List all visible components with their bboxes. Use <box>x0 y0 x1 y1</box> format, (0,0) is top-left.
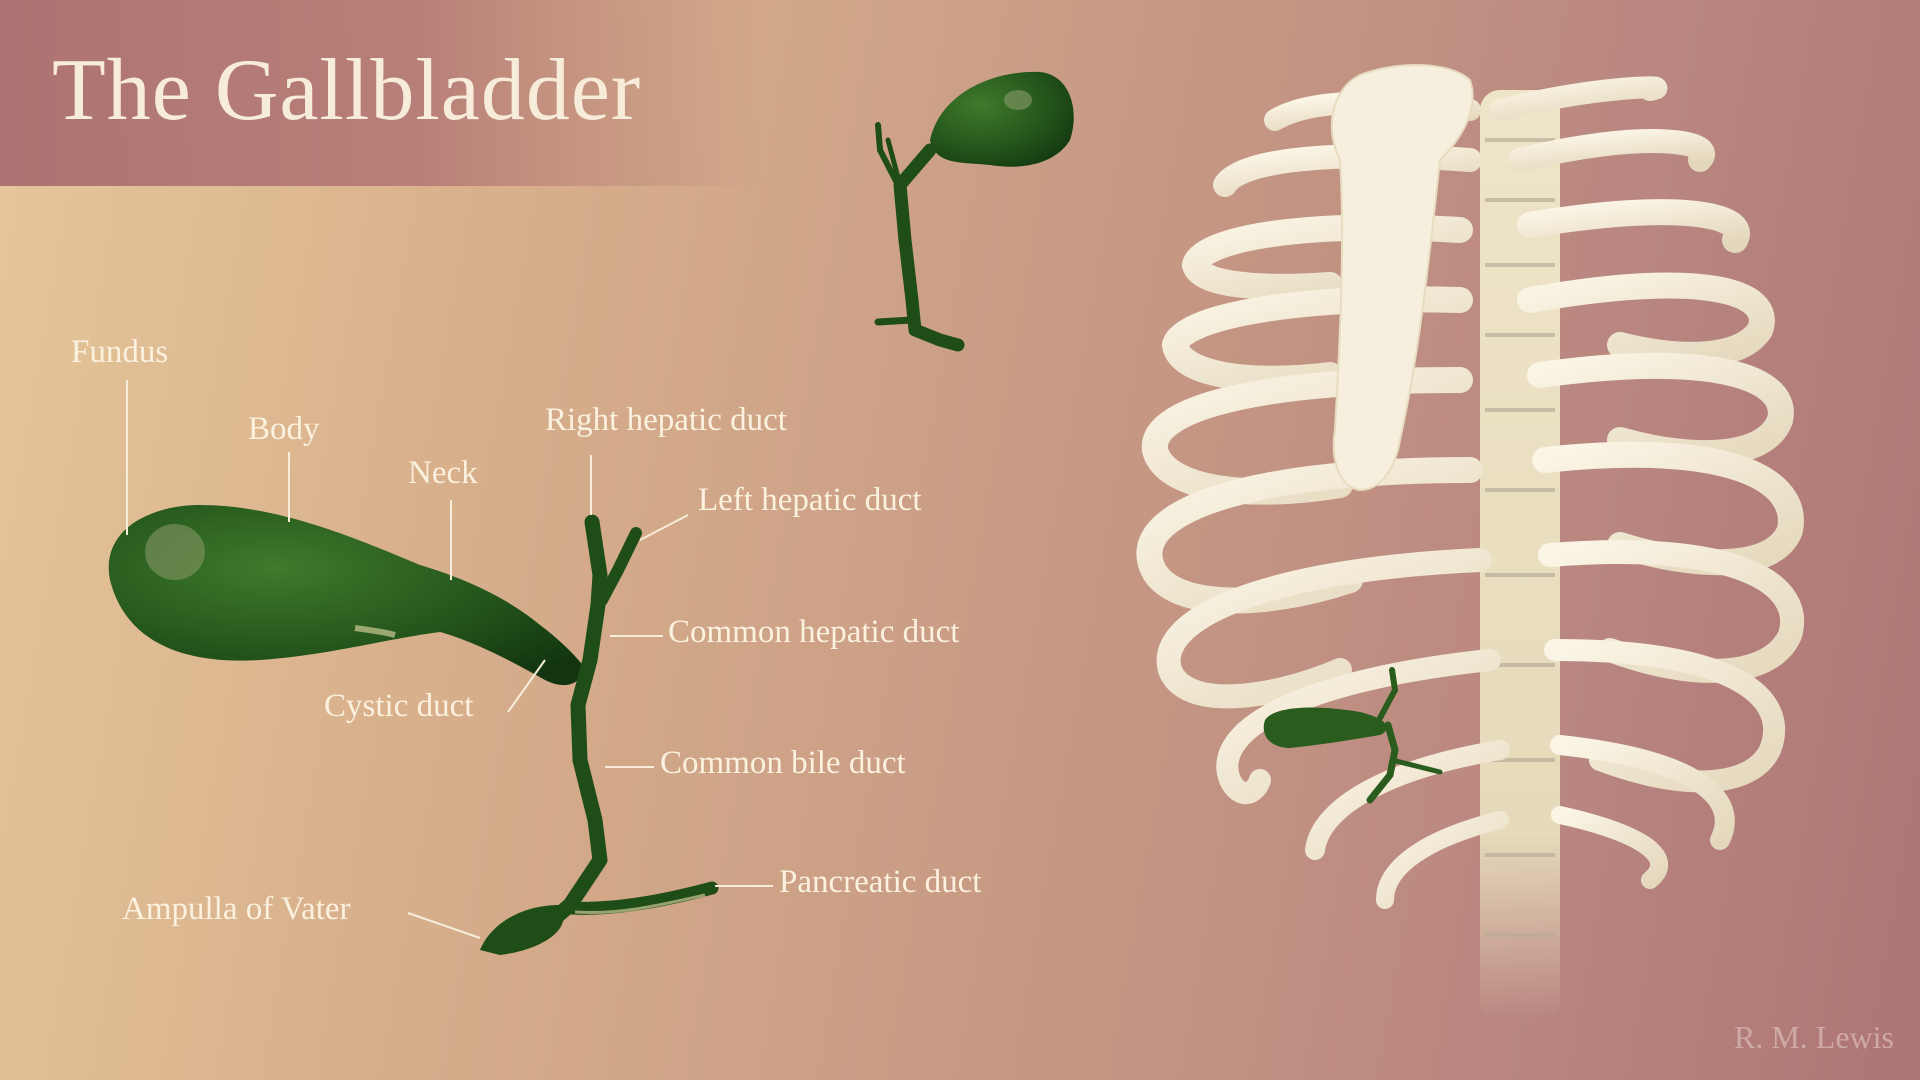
label-neck: Neck <box>408 455 478 491</box>
duct-highlight <box>574 893 706 914</box>
ampulla-shape <box>480 905 564 955</box>
title-band <box>0 0 760 186</box>
pancreatic-duct-shape <box>565 881 719 915</box>
gallbladder-rim-light <box>354 625 396 638</box>
sternum <box>1330 63 1474 492</box>
label-fundus: Fundus <box>71 334 169 370</box>
ribs <box>1136 76 1804 909</box>
leader-lines <box>126 380 773 939</box>
left-hepatic-shape <box>596 527 642 606</box>
small-gallbladder-in-ribcage <box>1263 667 1443 804</box>
spine <box>1480 90 1560 1020</box>
small-gallbladder-top <box>874 71 1074 352</box>
leader-left-hepatic <box>639 514 689 541</box>
gallbladder-diagram <box>108 380 773 955</box>
ribcage-illustration <box>1136 63 1804 1020</box>
label-common-hepatic-duct: Common hepatic duct <box>668 614 960 650</box>
gallbladder-body-shape <box>108 505 586 686</box>
hepatic-ducts-shape <box>527 514 608 943</box>
label-cystic-duct: Cystic duct <box>324 688 474 724</box>
label-common-bile-duct: Common bile duct <box>660 745 906 781</box>
label-left-hepatic-duct: Left hepatic duct <box>698 482 922 518</box>
gallbladder-highlight <box>145 524 205 580</box>
label-ampulla-of-vater: Ampulla of Vater <box>122 891 351 927</box>
leader-ampulla <box>407 912 481 939</box>
page-title: The Gallbladder <box>52 42 642 139</box>
author-credit: R. M. Lewis <box>1734 1019 1894 1055</box>
label-right-hepatic-duct: Right hepatic duct <box>545 402 787 438</box>
leader-cystic <box>507 659 546 713</box>
label-body: Body <box>248 411 320 447</box>
label-pancreatic-duct: Pancreatic duct <box>779 864 982 900</box>
